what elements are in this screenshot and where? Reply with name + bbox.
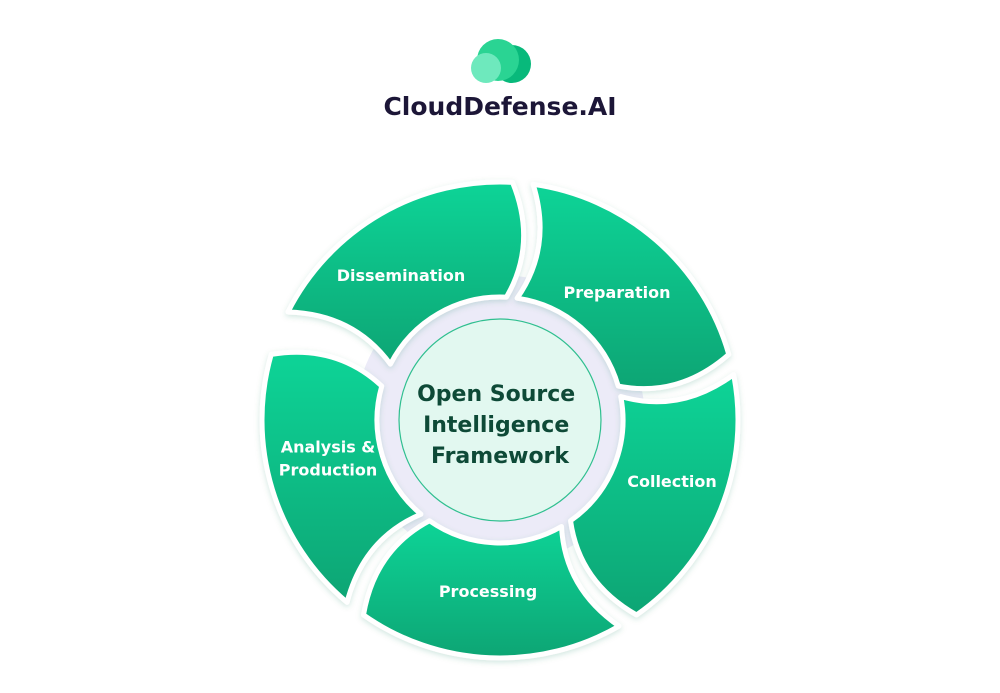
center-title: Open Source Intelligence Framework [417,382,583,469]
center-title-line: Intelligence [423,413,569,438]
cloud-logo-icon [471,39,531,83]
segment-collection: Collection [568,372,741,618]
segment-label-line: Analysis & [281,438,376,457]
center-title-line: Open Source [417,382,575,407]
center-hub: Open Source Intelligence Framework [398,318,602,522]
segment-shape-dissemination [285,179,527,367]
segment-label-collection: Collection [627,472,717,491]
brand-logo: CloudDefense.AI [383,39,617,121]
segment-label-line: Dissemination [337,266,466,285]
brand-name: CloudDefense.AI [383,92,616,121]
segment-label-dissemination: Dissemination [337,266,466,285]
segment-label-line: Collection [627,472,717,491]
cycle-segments: DisseminationPreparationCollectionProces… [259,179,741,661]
segment-label-line: Preparation [564,283,671,302]
center-circle [398,318,602,522]
segment-analysis-production: Analysis & Production [259,349,424,605]
segment-processing: Processing [360,518,622,661]
segment-label-line: Processing [439,582,537,601]
segment-label-processing: Processing [439,582,537,601]
segment-dissemination: Dissemination [285,179,527,367]
segment-shape-processing [360,518,622,661]
segment-label-line: Production [279,461,377,480]
segment-shape-preparation [514,181,732,392]
segment-preparation: Preparation [514,181,732,392]
segment-label-analysis-production: Analysis & Production [279,438,377,480]
segment-shape-collection [568,372,741,618]
segment-label-preparation: Preparation [564,283,671,302]
segment-shape-analysis-production [259,349,424,605]
center-title-line: Framework [431,444,570,469]
